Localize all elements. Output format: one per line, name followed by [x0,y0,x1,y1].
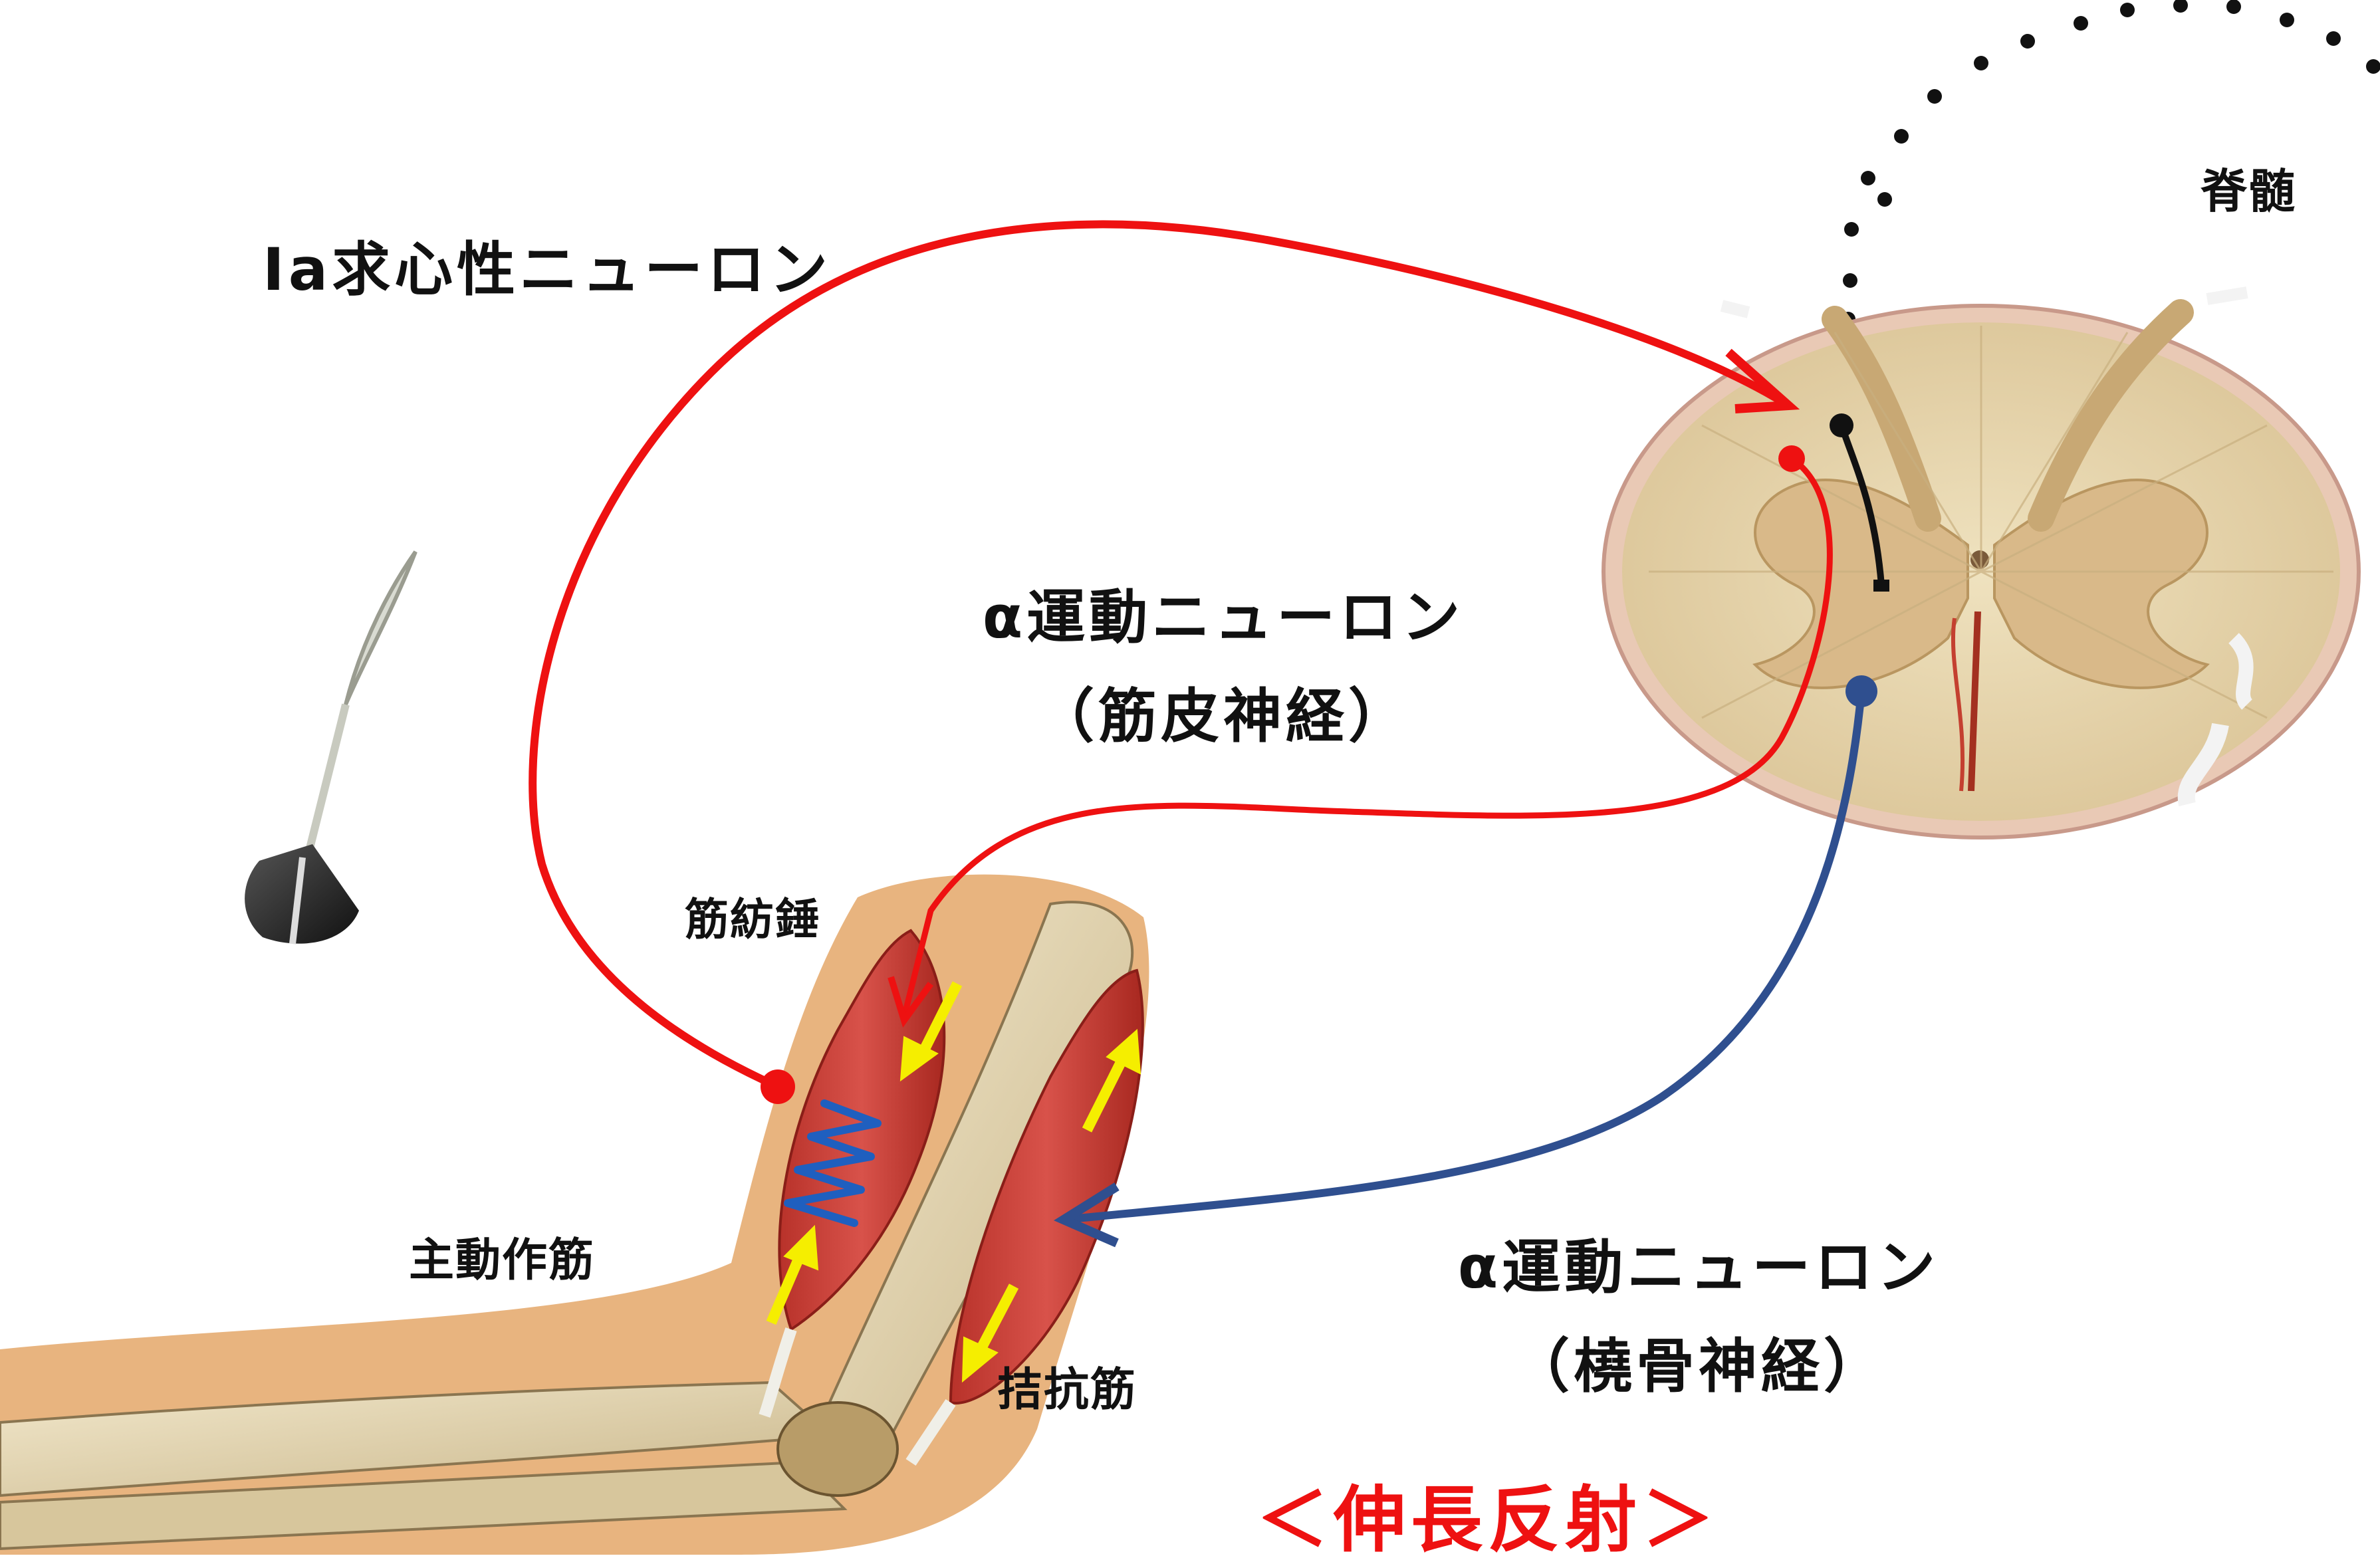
agonist-muscle-label: 主動作筋 [409,1223,595,1289]
musculocutaneous-nerve-label: （筋皮神経） [957,669,1489,754]
alpha-motor-radial-label: α運動ニューロン （橈骨神経） [1426,1220,1971,1404]
muscle-spindle-label: 筋紡錘 [685,884,820,948]
spinal-cord-label: 脊髄 [2201,154,2296,221]
alpha-motor-label: α運動ニューロン [983,583,1464,651]
radial-nerve-label: （橈骨神経） [1426,1319,1971,1404]
alpha-motor-label: α運動ニューロン [1458,1233,1939,1301]
spinal-cord-cross-section [1604,292,2359,838]
reflex-hammer-icon [245,552,416,944]
alpha-motor-musculocutaneous-label: α運動ニューロン （筋皮神経） [957,570,1489,754]
arm-muscle-illustration [0,875,1149,1555]
diagram-title: ＜伸長反射＞ [1256,1462,1719,1566]
antagonist-muscle-label: 拮抗筋 [997,1353,1137,1418]
ia-afferent-label: Ia求心性ニューロン [263,223,832,307]
